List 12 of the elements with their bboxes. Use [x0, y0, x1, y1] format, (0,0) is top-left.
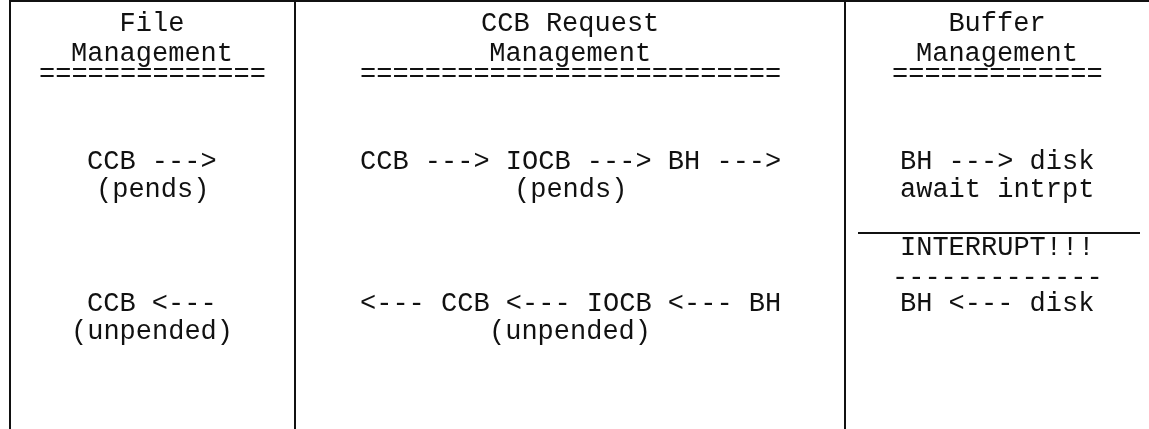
status-text: (unpended): [71, 317, 234, 347]
flow-text: CCB ---> IOCB ---> BH --->: [360, 147, 782, 177]
status-text: await intrpt: [900, 175, 1095, 205]
flow-text: BH <--- disk: [900, 289, 1095, 319]
status-text: (pends): [96, 175, 210, 205]
flow-text: CCB <---: [87, 289, 217, 319]
flow-text: BH ---> disk: [900, 147, 1095, 177]
status-text: (pends): [514, 175, 628, 205]
interrupt-text: INTERRUPT!!!: [900, 233, 1095, 263]
status-text: (unpended): [489, 317, 652, 347]
flow-text: CCB --->: [87, 147, 217, 177]
flow-text: <--- CCB <--- IOCB <--- BH: [360, 289, 782, 319]
